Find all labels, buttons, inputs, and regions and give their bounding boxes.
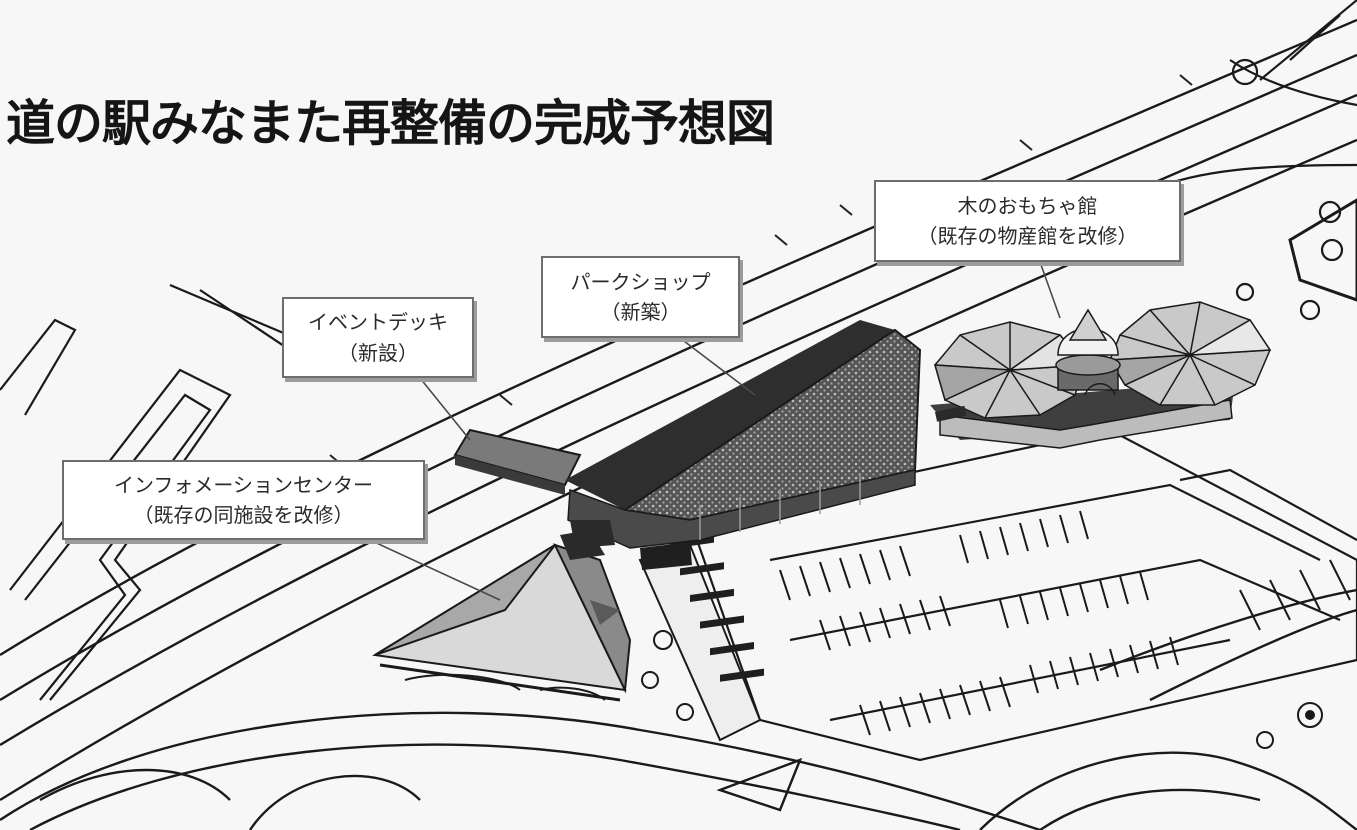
callout-toy-museum-name: 木のおもちゃ館	[957, 193, 1098, 218]
callout-park-shop-name: パークショップ	[570, 269, 711, 294]
toy-museum-building	[930, 301, 1272, 449]
callout-toy-museum: 木のおもちゃ館 （既存の物産館を改修）	[874, 180, 1181, 262]
bottom-loop-road	[0, 588, 1357, 830]
callout-leader-lines	[369, 261, 1061, 601]
callout-info-center: インフォメーションセンター （既存の同施設を改修）	[62, 460, 425, 540]
information-center-building	[372, 530, 632, 702]
page-title: 道の駅みなまた再整備の完成予想図	[6, 95, 775, 152]
callout-info-center-name: インフォメーションセンター	[114, 472, 373, 497]
callout-event-deck-name: イベントデッキ	[308, 310, 448, 335]
event-deck-building	[453, 428, 582, 495]
top-right-lines	[1149, 0, 1357, 321]
callout-park-shop: パークショップ （新築）	[541, 256, 740, 338]
parking-stalls	[779, 510, 1351, 736]
park-shop-building	[565, 320, 922, 570]
callout-park-shop-note: （新築）	[600, 300, 681, 324]
callout-info-center-note: （既存の同施設を改修）	[133, 503, 354, 527]
callout-event-deck: イベントデッキ （新設）	[282, 297, 474, 378]
callout-toy-museum-note: （既存の物産館を改修）	[917, 224, 1138, 248]
callout-event-deck-note: （新設）	[338, 340, 418, 365]
parking-trees	[1256, 702, 1323, 749]
